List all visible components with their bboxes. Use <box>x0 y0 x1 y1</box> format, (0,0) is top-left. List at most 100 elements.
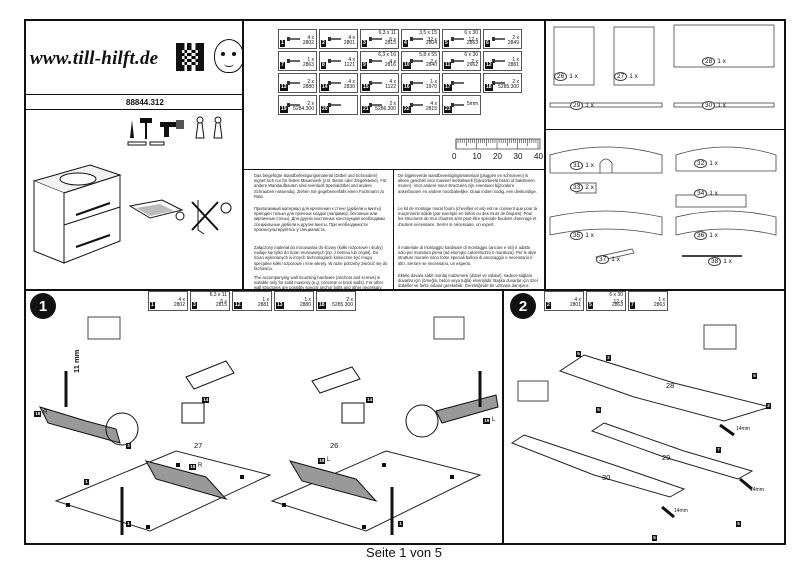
part-number: 28 <box>702 57 716 66</box>
part-number: 32 <box>694 159 708 168</box>
part-number: 31 <box>570 161 584 170</box>
ruler-tick-label: 30 <box>513 152 523 161</box>
divider <box>544 129 784 130</box>
hardware-code: 2849 <box>507 40 519 46</box>
part-number: 36 <box>694 231 708 240</box>
warning-text-en: The accompanying wall mounting hardware … <box>254 275 384 289</box>
hardware-number: 11 <box>444 62 452 69</box>
hardware-quantity: 32 x <box>427 37 437 43</box>
screw-icon <box>328 37 341 41</box>
hardware-quantity: 4 x <box>348 79 355 85</box>
screw-icon <box>451 59 464 63</box>
hardware-item: 20 <box>319 95 358 115</box>
hardware-number: 1 <box>280 40 285 47</box>
part-quantity: 1 x <box>723 258 732 265</box>
screw-icon <box>369 81 382 85</box>
warning-text-nl: De bijgeleverde wandbevestigingsmateriaa… <box>398 173 537 194</box>
hardware-number: 21 <box>362 106 370 113</box>
hardware-code: 2802 <box>302 40 314 46</box>
hardware-quantity: 1 x <box>430 79 437 85</box>
step-2-badge: 2 <box>510 293 536 319</box>
hardware-number: 18 <box>318 302 326 309</box>
screw-icon <box>328 103 341 107</box>
part-number: 26 <box>554 72 568 81</box>
tools-icon <box>127 116 223 146</box>
hardware-quantity: 2 x <box>346 297 353 303</box>
hardware-quantity: 4 x <box>348 57 355 63</box>
step-2-label: 5 <box>596 407 601 413</box>
part-quantity: 1 x <box>717 58 726 65</box>
hardware-quantity: 4 x <box>178 297 185 303</box>
hardware-number: 6 <box>485 40 490 47</box>
part-number: 34 <box>694 189 708 198</box>
hardware-number: 7 <box>280 62 285 69</box>
warning-text-tr: Ekteki duvara sabit montaj malzemesi (dü… <box>398 273 538 289</box>
hardware-code: 5285.300 <box>332 302 353 308</box>
part-quantity: 1 x <box>709 160 718 167</box>
step-1-label: R <box>43 410 48 416</box>
screw-icon <box>369 59 382 63</box>
hardware-code: 5284.300 <box>293 106 314 112</box>
hardware-quantity: 4 x <box>389 59 396 65</box>
hardware-number: 17 <box>444 84 452 91</box>
ruler-tick-label: 0 <box>452 152 457 161</box>
step-2-dimension: 14mm <box>750 487 764 493</box>
step-2-label: 7 <box>716 447 721 453</box>
hardware-number: 8 <box>321 62 326 69</box>
step-1-label: 14 <box>202 397 210 403</box>
article-number: 88844.312 <box>126 98 164 107</box>
hardware-size: 3,5 x 15 <box>419 30 437 36</box>
divider <box>393 169 394 289</box>
step-2-dimension: 14mm <box>736 426 750 432</box>
hardware-number: 18 <box>485 84 493 91</box>
screw-icon <box>287 37 300 41</box>
step-2-dimension: 14mm <box>674 508 688 514</box>
part-number: 37 <box>596 255 610 264</box>
step-1-label: 1 <box>126 521 131 527</box>
hardware-number: 1 <box>150 302 155 309</box>
hardware-number: 13 <box>276 302 284 309</box>
hardware-quantity: 12 x <box>468 37 478 43</box>
hardware-quantity: 1 x <box>658 297 665 303</box>
hardware-quantity: 4 x <box>574 297 581 303</box>
step-2-label: 2 <box>606 355 611 361</box>
hardware-code: 2881 <box>507 62 519 68</box>
hardware-quantity: 12 x <box>613 299 623 305</box>
step-1-label: 18 <box>34 411 42 417</box>
hardware-number: 19 <box>280 106 288 113</box>
divider <box>26 289 784 291</box>
hardware-number: 22 <box>403 106 411 113</box>
hardware-quantity: 2 x <box>430 59 437 65</box>
step-2-label: 2 <box>766 403 771 409</box>
hardware-size: 6 x 30 <box>464 52 478 58</box>
hardware-number: 14 <box>321 84 329 91</box>
step-1-label: 19 <box>483 418 491 424</box>
hardware-size: 6 x 30 <box>609 292 623 298</box>
hardware-code: 1121 <box>344 62 355 68</box>
hardware-number: 15 <box>362 84 370 91</box>
cabinet-illustration <box>32 164 122 264</box>
hardware-code: 2863 <box>611 302 623 308</box>
hardware-code: 2804 <box>425 40 437 46</box>
screw-icon <box>451 103 464 107</box>
step-1-panel-number: 27 <box>194 441 203 450</box>
screw-icon <box>492 59 505 63</box>
